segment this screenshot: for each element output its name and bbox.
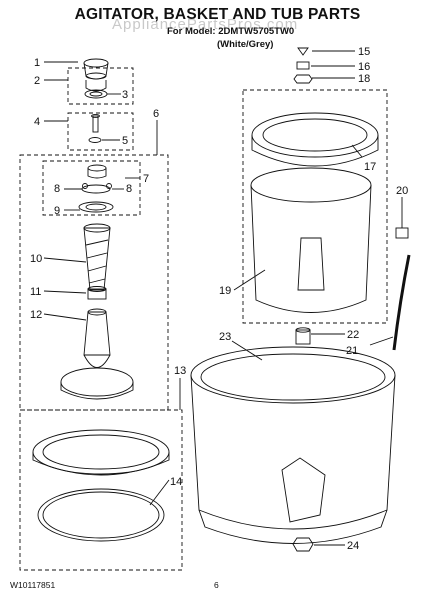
bolt-and-washer-parts [88, 113, 102, 143]
callout-6: 6 [153, 108, 159, 120]
callout-2: 2 [34, 75, 40, 87]
cam-and-seal-parts [84, 80, 108, 99]
callout-3: 3 [122, 89, 128, 101]
watermark: AppliancePartsPros.com [112, 16, 299, 33]
auger-part [83, 223, 111, 291]
callout-8-left: 8 [54, 183, 60, 195]
callout-15: 15 [358, 46, 370, 58]
callout-9: 9 [54, 205, 60, 217]
hose-parts [392, 227, 411, 351]
callout-17: 17 [364, 161, 376, 173]
hub-part [295, 327, 311, 345]
callout-22: 22 [347, 329, 359, 341]
callout-14: 14 [170, 476, 182, 488]
agitator-base-part [60, 308, 134, 400]
callout-24: 24 [347, 540, 359, 552]
group-boxes [19, 67, 388, 571]
clutch-part [87, 286, 107, 300]
callout-20: 20 [396, 185, 408, 197]
callout-19: 19 [219, 285, 231, 297]
callout-7: 7 [143, 173, 149, 185]
callout-5: 5 [122, 135, 128, 147]
callout-23: 23 [219, 331, 231, 343]
group-box-4 [67, 112, 134, 151]
group-box-13 [19, 409, 183, 571]
basket-part [250, 167, 372, 313]
dog-assembly-parts [78, 164, 114, 213]
callout-11: 11 [30, 286, 41, 298]
page-number: 6 [214, 580, 219, 590]
callout-21: 21 [346, 345, 358, 357]
leader-lines [43, 50, 403, 546]
callout-8-right: 8 [126, 183, 132, 195]
group-box-2 [67, 67, 134, 105]
doc-number: W10117851 [10, 580, 56, 590]
top-hardware-parts [293, 47, 313, 84]
nut-part [292, 537, 314, 552]
callout-18: 18 [358, 73, 370, 85]
callout-16: 16 [358, 61, 370, 73]
group-box-17 [242, 89, 388, 324]
agitator-cap-part [83, 58, 109, 80]
callout-4: 4 [34, 116, 40, 128]
callout-10: 10 [30, 253, 42, 265]
callout-12: 12 [30, 309, 42, 321]
balance-ring-part [251, 112, 379, 167]
callout-1: 1 [34, 57, 40, 69]
color-line: (White/Grey) [217, 39, 274, 50]
callout-labels: 1 2 3 4 5 6 7 8 8 9 10 11 12 13 14 15 16… [30, 46, 408, 552]
group-box-7 [42, 160, 141, 216]
outer-tub-part [190, 346, 396, 544]
page-title: AGITATOR, BASKET AND TUB PARTS [74, 6, 361, 23]
tub-ring-parts [32, 429, 170, 542]
model-line: For Model: 2DMTW5705TW0 [167, 26, 295, 37]
callout-13: 13 [174, 365, 186, 377]
